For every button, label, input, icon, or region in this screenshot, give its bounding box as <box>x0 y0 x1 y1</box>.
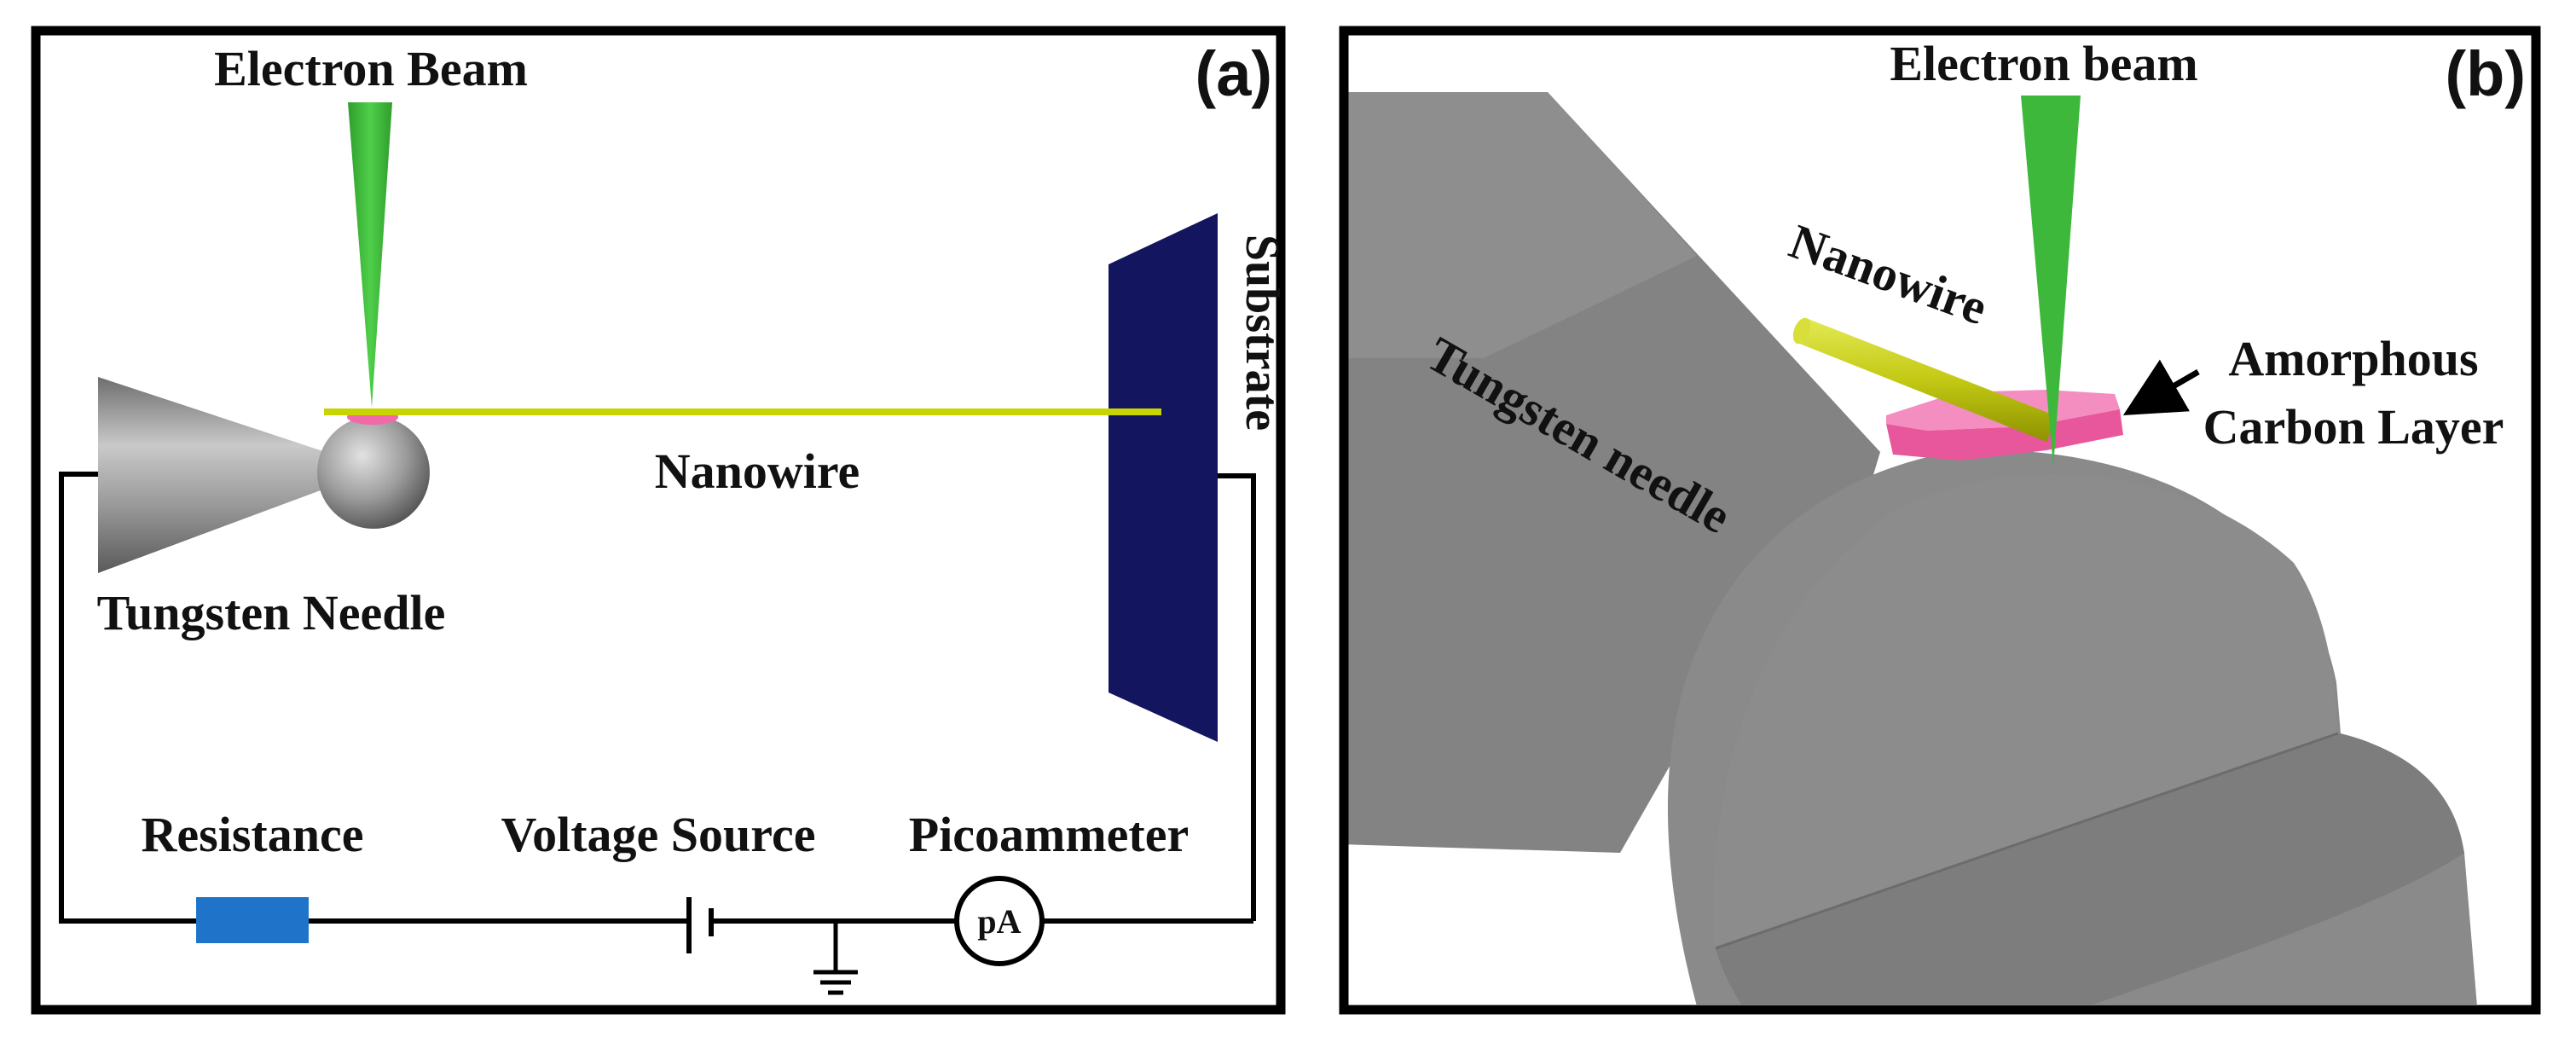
tungsten-needle-dome-top <box>1713 474 2336 947</box>
nanowire-b <box>1797 318 2057 442</box>
nanowire-label-a: Nanowire <box>655 443 860 499</box>
ground-icon <box>813 921 858 995</box>
voltage-source-label: Voltage Source <box>501 807 816 862</box>
panel-a-tag: (a) <box>1195 38 1272 109</box>
panel-a-frame <box>31 26 1286 1015</box>
picoammeter-label: Picoammeter <box>909 807 1189 862</box>
substrate-label: Substrate <box>1236 235 1288 431</box>
carbon-layer-arrow <box>2122 359 2200 416</box>
circuit-wires <box>59 472 1256 924</box>
tungsten-needle-shaft-shade <box>1344 92 1697 358</box>
amorphous-label-line1: Amorphous <box>2228 331 2478 386</box>
electron-beam-a <box>348 102 392 408</box>
nanowire-a <box>324 408 1161 415</box>
picoammeter-meter <box>954 876 1045 966</box>
resistance-label: Resistance <box>142 807 364 862</box>
nanowire-b-end <box>1792 317 1811 345</box>
amorphous-label-line2: Carbon Layer <box>2203 399 2504 455</box>
electron-beam-label-b: Electron beam <box>1890 36 2197 91</box>
electron-beam-b <box>2021 96 2081 467</box>
carbon-layer-front <box>1886 409 2123 461</box>
tungsten-needle-cut-face <box>1716 733 2464 1005</box>
picoammeter-unit: pA <box>977 902 1021 941</box>
substrate-plate <box>1109 213 1218 742</box>
panel-b-tag: (b) <box>2446 38 2527 109</box>
tungsten-needle-cone <box>98 377 341 573</box>
tungsten-needle-label: Tungsten Needle <box>97 585 446 640</box>
panel-b-frame <box>1339 26 2541 1015</box>
electron-beam-label: Electron Beam <box>214 41 528 96</box>
panel-b: Electron beam Nanowire Tungsten needle A… <box>1339 26 2541 1015</box>
panel-a: (a) Electron Beam Substrate Nanowire Tun… <box>31 26 1288 1015</box>
resistor <box>196 897 309 943</box>
tungsten-needle-tip <box>317 416 430 529</box>
